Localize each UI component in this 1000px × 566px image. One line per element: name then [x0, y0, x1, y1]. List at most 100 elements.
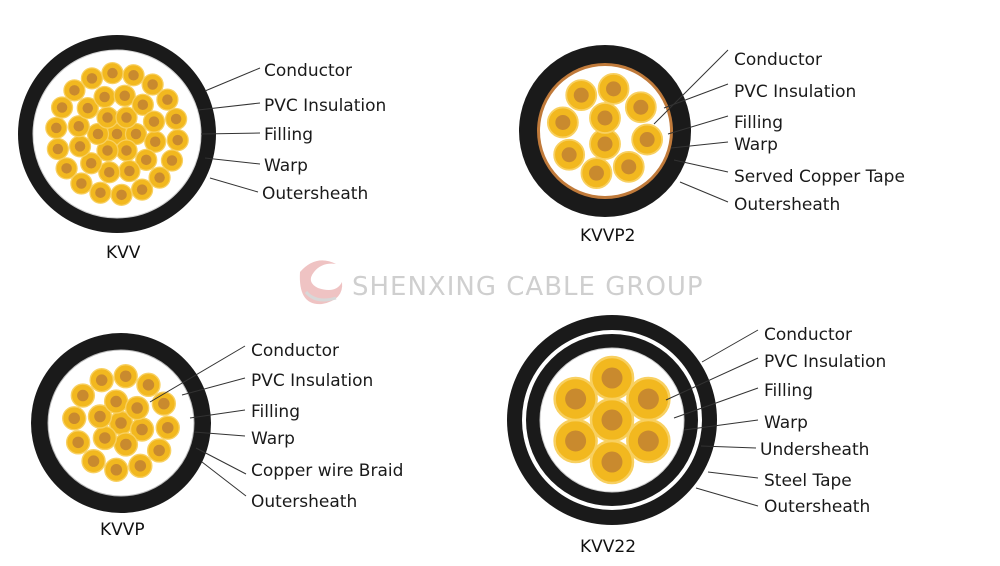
- kvv22-core-conductor: [565, 388, 587, 410]
- cores-kvv22: [553, 355, 671, 485]
- kvvp-core-conductor: [136, 423, 148, 436]
- kvv-core-conductor: [99, 91, 110, 103]
- kvv-core-conductor: [107, 67, 118, 79]
- label-kvvp-filling: Filling: [251, 402, 300, 422]
- kvvp-core-conductor: [87, 455, 100, 467]
- kvv-core-conductor: [104, 166, 115, 178]
- kvv-core-conductor: [128, 70, 139, 81]
- kvvp-core-conductor: [99, 432, 111, 444]
- kvv-core-conductor: [111, 128, 123, 140]
- kvv-core-conductor: [149, 136, 161, 147]
- kvv-core-conductor: [56, 102, 68, 113]
- kvv-core-conductor: [95, 187, 106, 198]
- kvvp-core-conductor: [110, 395, 122, 408]
- leaders-kvvp2: [653, 49, 729, 203]
- cable-title-kvv22: KVV22: [580, 537, 636, 557]
- label-kvvp2-filling: Filling: [734, 113, 783, 133]
- cable-title-kvvp: KVVP: [100, 520, 145, 540]
- label-kvvp-warp: Warp: [251, 429, 295, 449]
- kvvp2-core-conductor: [588, 165, 604, 181]
- label-kvv22-undersheath: Undersheath: [760, 440, 869, 460]
- label-kvvp-pvc-insulation: PVC Insulation: [251, 371, 373, 391]
- kvv-core-conductor: [92, 128, 104, 140]
- kvv-core-conductor: [116, 189, 127, 201]
- kvv-core-conductor: [51, 122, 62, 134]
- label-kvvp2-warp: Warp: [734, 135, 778, 155]
- kvv-core-conductor: [124, 165, 135, 177]
- label-kvvp-conductor: Conductor: [251, 341, 339, 361]
- kvvp-core-conductor: [77, 389, 89, 402]
- kvv-core-conductor: [148, 116, 160, 127]
- kvvp-core-conductor: [142, 379, 155, 391]
- label-kvv-filling: Filling: [264, 125, 313, 145]
- kvv-core-conductor: [140, 154, 152, 166]
- kvv-core-conductor: [121, 112, 132, 123]
- kvvp-core-conductor: [94, 410, 106, 423]
- kvv-core-conductor: [166, 155, 178, 166]
- kvv-core-conductor: [136, 184, 148, 195]
- label-kvv-conductor: Conductor: [264, 61, 352, 81]
- kvv-core-conductor: [162, 94, 173, 105]
- kvv22-core-conductor: [601, 409, 623, 431]
- label-kvvp-copper-wire-braid: Copper wire Braid: [251, 461, 403, 481]
- label-kvvp-outersheath: Outersheath: [251, 492, 357, 512]
- kvv22-core-conductor: [637, 388, 659, 410]
- kvvp2-core-conductor: [573, 87, 589, 103]
- kvv22-core-conductor: [565, 430, 587, 452]
- kvv-core-conductor: [119, 90, 130, 102]
- label-kvv22-warp: Warp: [764, 413, 808, 433]
- kvvp-core-conductor: [68, 412, 80, 425]
- watermark-text: SHENXING CABLE GROUP: [352, 272, 704, 302]
- kvvp2-core-conductor: [606, 81, 622, 97]
- kvvp2-core-conductor: [597, 110, 613, 126]
- label-kvv-warp: Warp: [264, 156, 308, 176]
- cable-kvvp2: [519, 45, 691, 217]
- kvvp2-core-conductor: [561, 147, 577, 163]
- kvv-core-conductor: [69, 85, 80, 96]
- kvv-core-conductor: [61, 163, 72, 174]
- kvv-core-conductor: [73, 121, 85, 132]
- cable-title-kvvp2: KVVP2: [580, 226, 635, 246]
- label-kvv22-pvc-insulation: PVC Insulation: [764, 352, 886, 372]
- kvv22-core-conductor: [601, 451, 623, 473]
- kvv-core-conductor: [82, 102, 94, 114]
- leaders-kvv22: [665, 329, 759, 507]
- cable-kvv: [18, 35, 216, 233]
- kvvp-core-conductor: [72, 436, 84, 449]
- kvvp-core-conductor: [95, 374, 108, 386]
- label-kvvp2-conductor: Conductor: [734, 50, 822, 70]
- kvv-core-conductor: [130, 128, 142, 140]
- kvvp-core-conductor: [120, 438, 132, 451]
- label-kvvp2-pvc-insulation: PVC Insulation: [734, 82, 856, 102]
- kvv-core-conductor: [85, 157, 97, 169]
- kvv-core-conductor: [137, 99, 149, 111]
- kvvp-core-conductor: [119, 370, 132, 382]
- kvv-core-conductor: [154, 172, 165, 183]
- label-kvv22-outersheath: Outersheath: [764, 497, 870, 517]
- kvvp2-core-conductor: [639, 132, 655, 148]
- kvvp-core-conductor: [158, 397, 170, 410]
- label-kvv22-conductor: Conductor: [764, 325, 852, 345]
- kvv-core-conductor: [76, 178, 87, 189]
- kvvp-core-conductor: [131, 402, 143, 414]
- cores-kvvp2: [546, 72, 664, 190]
- kvvp2-core-conductor: [633, 99, 649, 115]
- kvvp2-core-conductor: [555, 114, 571, 130]
- cable-kvv22: [507, 315, 717, 525]
- cable-kvvp: [31, 333, 211, 513]
- kvv22-core-conductor: [637, 430, 659, 452]
- kvv-core-conductor: [170, 113, 182, 125]
- kvv22-core-conductor: [601, 367, 623, 389]
- watermark-logo: [299, 260, 343, 305]
- kvv-core-conductor: [86, 73, 98, 84]
- cores-kvv: [45, 62, 189, 206]
- kvvp2-core-conductor: [597, 136, 613, 152]
- kvv-core-conductor: [102, 112, 113, 123]
- cores-kvvp: [62, 364, 180, 482]
- kvv-core-conductor: [147, 79, 158, 90]
- label-kvvp2-served-copper-tape: Served Copper Tape: [734, 167, 905, 187]
- leaders-kvv: [197, 67, 261, 193]
- leaders-kvvp: [149, 345, 247, 497]
- label-kvv-outersheath: Outersheath: [262, 184, 368, 204]
